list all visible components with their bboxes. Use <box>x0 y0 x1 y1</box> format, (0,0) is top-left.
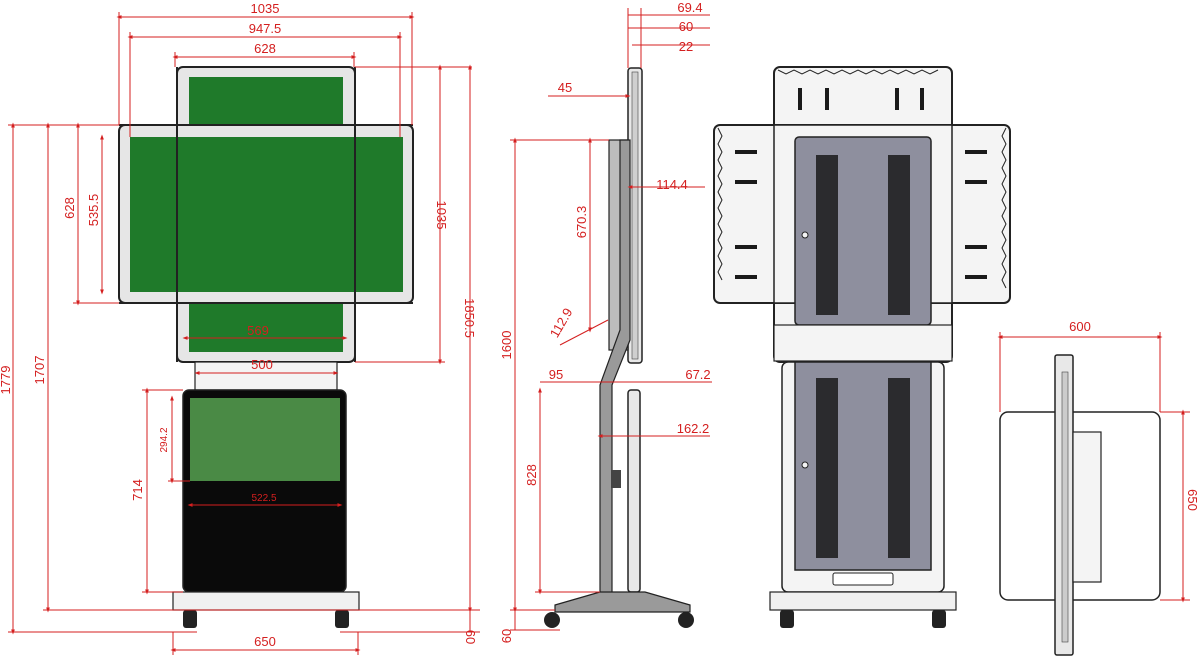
back-view <box>713 66 1011 628</box>
dim-angle: 112.9 <box>547 305 576 340</box>
back-caster-left <box>780 610 794 628</box>
side-caster-left <box>544 612 560 628</box>
dim-depth-60: 60 <box>679 19 693 34</box>
dim-offset-45: 45 <box>558 80 572 95</box>
dim-total-height: 1779 <box>0 366 13 395</box>
dim-side-lower-height: 828 <box>524 464 539 486</box>
dim-base-width: 650 <box>254 634 276 649</box>
base-plate <box>172 591 360 611</box>
dim-caster-height: 60 <box>463 630 478 644</box>
dim-offset-95: 95 <box>549 367 563 382</box>
back-upper-panel <box>794 136 932 326</box>
dim-depth-total: 69.4 <box>677 0 702 15</box>
back-io-panel <box>832 572 894 586</box>
dim-portrait-width: 628 <box>254 41 276 56</box>
dim-bracket-width: 500 <box>251 357 273 372</box>
side-cabinet <box>627 389 641 593</box>
dim-depth-22: 22 <box>679 39 693 54</box>
top-pole <box>1072 431 1102 583</box>
dim-overall-width: 1035 <box>251 1 280 16</box>
dim-offset-114: 114.4 <box>656 177 688 192</box>
caster-right <box>335 610 349 628</box>
dim-stand-height: 1707 <box>32 356 47 385</box>
vents <box>735 88 987 558</box>
top-view: 600 650 <box>997 319 1200 656</box>
dim-landscape-inner-height: 535.5 <box>86 194 101 227</box>
dim-lower-screen-width: 522.5 <box>251 493 276 504</box>
dim-pole-height: 1600 <box>499 331 514 360</box>
side-pole <box>599 139 631 601</box>
dim-landscape-height: 628 <box>62 197 77 219</box>
dim-lower-height: 714 <box>130 479 145 501</box>
front-view: 1035 947.5 628 628 535.5 1035 1850.5 177… <box>0 1 480 655</box>
dim-tilt-range: 670.3 <box>574 206 589 239</box>
dim-portrait-inner-width: 569 <box>247 323 269 338</box>
dim-portrait-height: 1035 <box>434 201 449 230</box>
lower-screen <box>190 398 340 481</box>
side-caster-right <box>678 612 694 628</box>
side-port <box>611 470 621 488</box>
dim-top-height: 1850.5 <box>462 298 477 338</box>
dim-lower-inner-height: 294.2 <box>159 427 170 452</box>
side-view: 69.4 60 22 45 114.4 670.3 112.9 1600 95 … <box>499 0 712 643</box>
dim-top-width: 600 <box>1069 319 1091 334</box>
dim-top-depth: 650 <box>1185 489 1200 511</box>
dim-bezel-width: 947.5 <box>249 21 282 36</box>
back-caster-right <box>932 610 946 628</box>
back-base-plate <box>769 591 957 611</box>
dim-offset-162: 162.2 <box>677 421 710 436</box>
dim-offset-67: 67.2 <box>685 367 710 382</box>
dim-side-caster-height: 60 <box>499 629 514 643</box>
caster-left <box>183 610 197 628</box>
side-base <box>554 591 691 613</box>
back-lower-panel <box>794 361 932 571</box>
